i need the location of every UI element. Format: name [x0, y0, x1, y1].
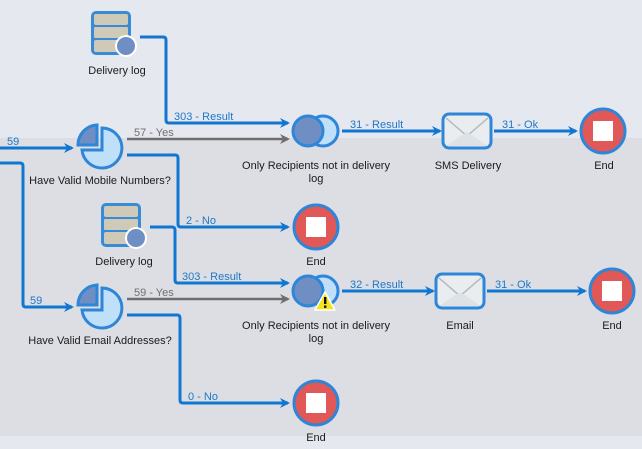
- node-end-3[interactable]: [587, 266, 639, 323]
- database-icon: [101, 203, 147, 249]
- connector-log2-result: [150, 225, 290, 288]
- database-icon: [91, 11, 137, 57]
- stop-icon: [579, 107, 627, 155]
- node-label-email: Email: [446, 320, 474, 332]
- node-sms-delivery[interactable]: [441, 112, 495, 157]
- stop-icon: [292, 379, 340, 427]
- pie-split-icon: [76, 283, 124, 330]
- node-label-sms-delivery: SMS Delivery: [434, 160, 502, 172]
- node-label-end-1: End: [594, 160, 614, 172]
- edge-label-mobile-yes: 57 - Yes: [134, 127, 174, 139]
- exclusion-icon: [291, 274, 340, 308]
- warning-icon: [314, 291, 336, 311]
- node-label-delivery-log-1: Delivery log: [88, 65, 146, 77]
- edge-label-log2-result: 303 - Result: [182, 271, 242, 283]
- node-label-end-4: End: [306, 432, 326, 444]
- node-delivery-log-2[interactable]: [98, 202, 152, 259]
- connector-in-email: [0, 161, 74, 312]
- node-label-end-3: End: [602, 320, 622, 332]
- node-end-1[interactable]: [578, 106, 630, 163]
- edge-label-excl1-result: 31 - Result: [350, 119, 404, 131]
- node-delivery-log-1[interactable]: [88, 10, 142, 67]
- node-label-end-2: End: [306, 256, 326, 268]
- node-split-email[interactable]: [74, 282, 128, 339]
- edge-label-in-mobile: 59: [7, 136, 20, 148]
- envelope-icon: [434, 272, 486, 310]
- node-end-4[interactable]: [291, 378, 343, 435]
- node-email[interactable]: [434, 272, 488, 317]
- connector-email-no: [127, 313, 290, 408]
- connector-log1-result: [140, 35, 290, 128]
- edge-label-mobile-no: 2 - No: [186, 215, 216, 227]
- node-label-split-email: Have Valid Email Addresses?: [28, 335, 172, 347]
- node-label-exclusion-1: Only Recipients not in delivery log: [242, 160, 390, 185]
- node-exclusion-1[interactable]: [290, 113, 344, 154]
- connector-mobile-no: [127, 153, 290, 232]
- edge-label-email-yes: 59 - Yes: [134, 287, 174, 299]
- envelope-icon: [441, 112, 493, 150]
- edge-label-sms-ok: 31 - Ok: [502, 119, 539, 131]
- node-end-2[interactable]: [291, 202, 343, 259]
- exclusion-icon: [291, 114, 340, 148]
- node-label-delivery-log-2: Delivery log: [95, 256, 153, 268]
- edge-label-email-no: 0 - No: [188, 391, 218, 403]
- stop-icon: [292, 203, 340, 251]
- node-label-exclusion-2: Only Recipients not in delivery log: [242, 320, 390, 345]
- edge-label-in-email: 59: [30, 295, 43, 307]
- edge-label-log1-result: 303 - Result: [174, 111, 234, 123]
- stop-icon: [588, 267, 636, 315]
- edge-label-email-ok: 31 - Ok: [495, 279, 532, 291]
- node-split-mobile[interactable]: [74, 122, 128, 179]
- node-label-split-mobile: Have Valid Mobile Numbers?: [29, 175, 171, 187]
- node-exclusion-2[interactable]: [290, 273, 344, 320]
- pie-split-icon: [76, 123, 124, 170]
- edge-label-excl2-result: 32 - Result: [350, 279, 404, 291]
